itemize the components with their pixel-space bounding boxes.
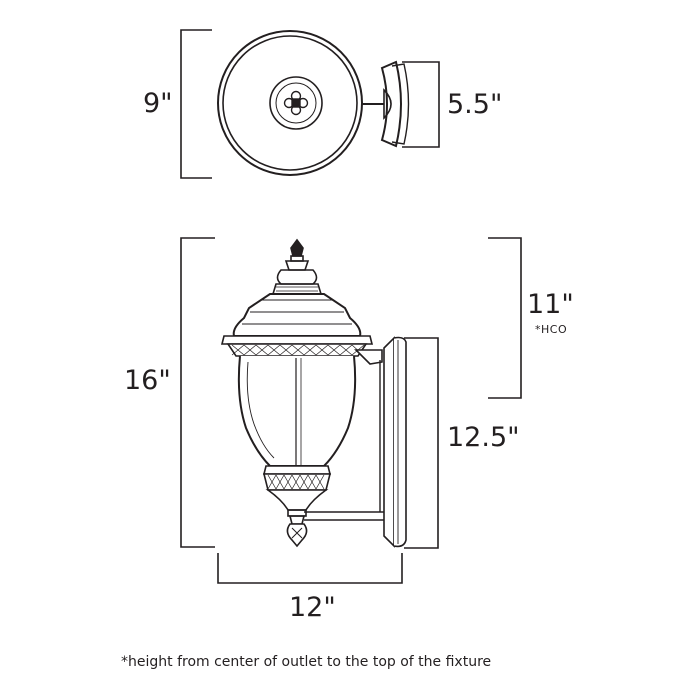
footnote: *height from center of outlet to the top… (121, 654, 492, 670)
dim-bracket-11in (488, 237, 522, 399)
lantern-glass-body (237, 355, 357, 467)
dim-label-11in: 11" (527, 289, 574, 320)
lantern-backplate (383, 336, 407, 548)
top-cap-ring (269, 76, 323, 130)
top-inner-ring (222, 35, 358, 171)
top-cap-inner (275, 82, 317, 124)
dim-bracket-16in (180, 237, 215, 548)
top-outer-ring (217, 30, 363, 176)
top-backplate (380, 60, 402, 148)
dim-label-9in: 9" (143, 88, 173, 119)
top-backplate-inner (391, 63, 410, 145)
dim-label-5p5in: 5.5" (447, 89, 503, 120)
finial-ornament-icon (283, 90, 309, 116)
dim-label-12in: 12" (289, 592, 336, 623)
top-view (180, 29, 440, 179)
lantern-base (262, 465, 332, 548)
dim-label-12p5in: 12.5" (447, 422, 520, 453)
dim-bracket-12p5in (404, 337, 439, 549)
dim-bracket-12in (217, 553, 403, 584)
lantern-roof (220, 293, 374, 357)
dim-bracket-9in (180, 29, 212, 179)
dim-label-16in: 16" (124, 365, 171, 396)
dim-bracket-5p5in (402, 61, 440, 148)
side-view (180, 237, 522, 584)
roof-lattice-band (231, 344, 365, 356)
hco-note: *HCO (535, 323, 568, 336)
lantern-finial (271, 238, 323, 295)
